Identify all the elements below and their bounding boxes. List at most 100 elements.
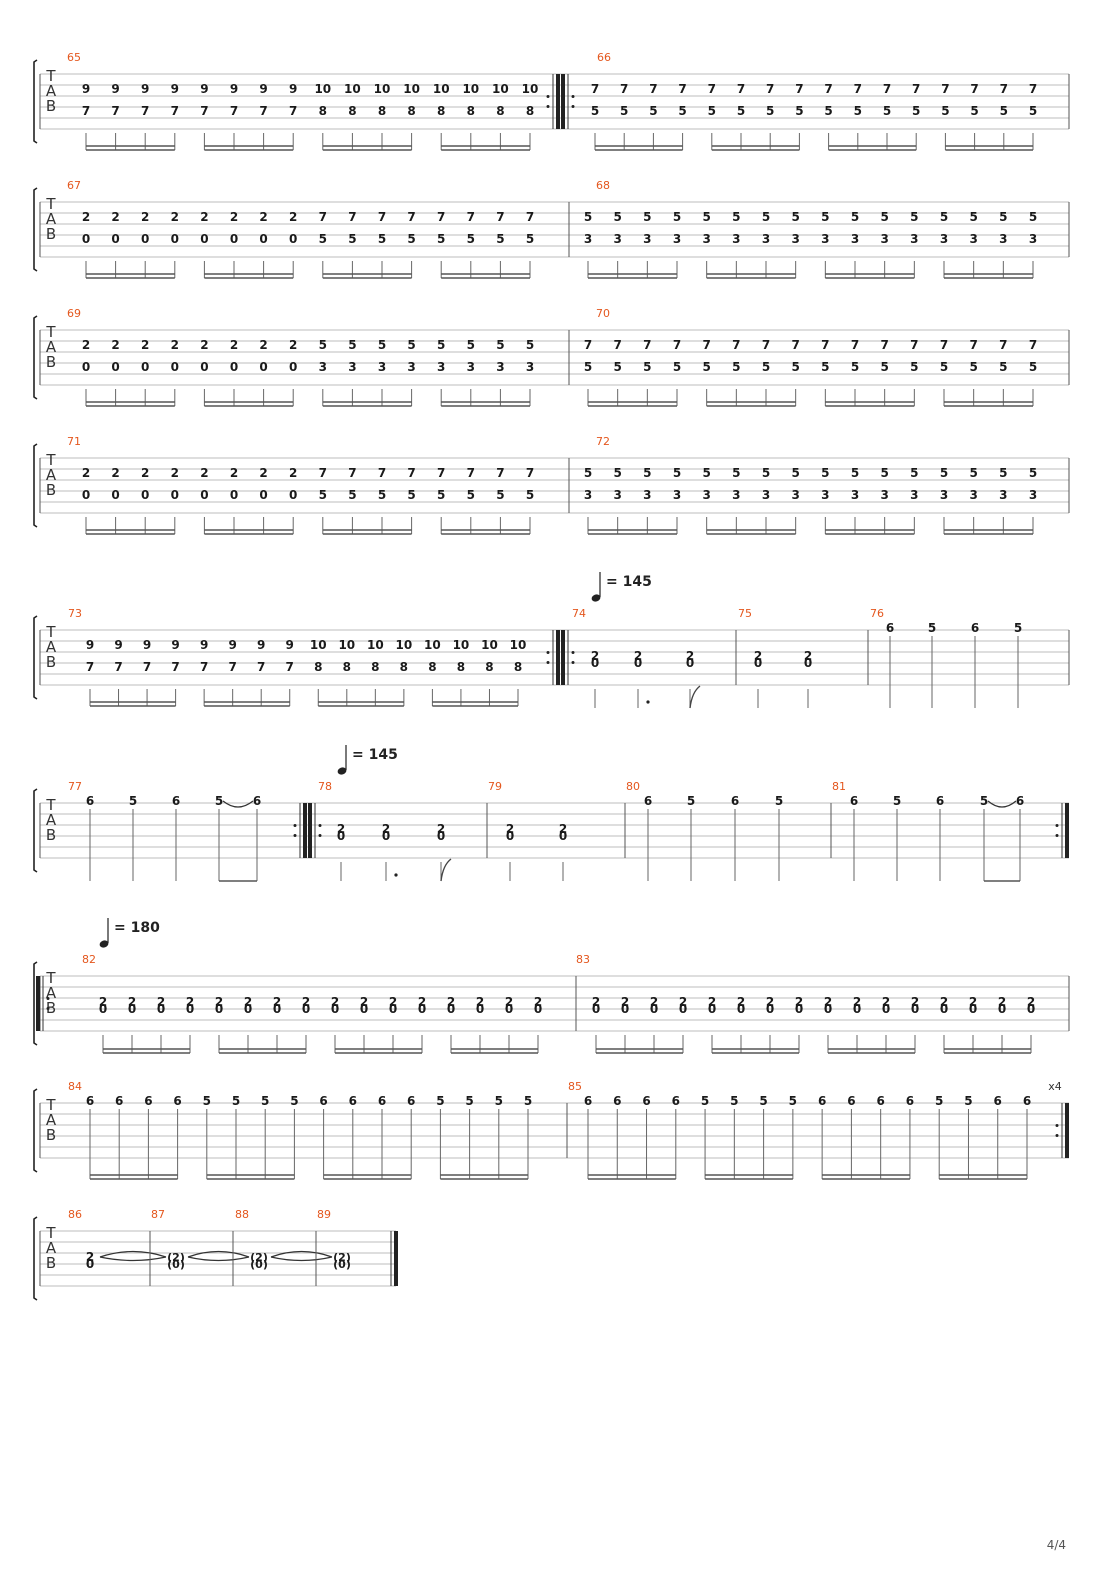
fret-number: 5 xyxy=(467,488,475,502)
fret-number: 2 xyxy=(215,995,223,1009)
fret-number: 5 xyxy=(708,104,716,118)
tab-clef-letter: B xyxy=(46,353,56,371)
fret-number: 5 xyxy=(673,466,681,480)
fret-number: 5 xyxy=(851,210,859,224)
fret-number: 7 xyxy=(613,338,621,352)
repeat-dot xyxy=(546,105,550,108)
system-bracket xyxy=(33,315,38,400)
fret-number: 9 xyxy=(228,638,236,652)
tab-clef-letter: T xyxy=(45,1224,56,1242)
fret-number: 2 xyxy=(186,995,194,1009)
fret-number: 2 xyxy=(389,995,397,1009)
fret-number: 5 xyxy=(643,466,651,480)
tab-staff: TAB6920202020202020205353535353535353707… xyxy=(33,307,1070,407)
measure-number: 89 xyxy=(317,1208,331,1221)
fret-number: 3 xyxy=(643,232,651,246)
repeat-dot xyxy=(318,824,322,827)
fret-number: 3 xyxy=(851,232,859,246)
fret-number: 7 xyxy=(970,82,978,96)
fret-number: 3 xyxy=(999,488,1007,502)
fret-number: 0 xyxy=(686,656,694,670)
system-bracket xyxy=(33,187,38,272)
fret-number: 5 xyxy=(789,1094,797,1108)
fret-number: 0 xyxy=(86,1257,94,1271)
fret-number: 2 xyxy=(911,995,919,1009)
fret-number: 3 xyxy=(702,488,710,502)
tie xyxy=(99,1250,167,1258)
fret-number: 2 xyxy=(302,995,310,1009)
tab-clef-letter: A xyxy=(46,82,57,100)
fret-number: 0 xyxy=(634,656,642,670)
fret-number: 3 xyxy=(791,488,799,502)
fret-number: 9 xyxy=(171,82,179,96)
fret-number: 2 xyxy=(171,210,179,224)
fret-number: 6 xyxy=(115,1094,123,1108)
fret-number: 0 xyxy=(940,1002,948,1016)
fret-number: 8 xyxy=(378,104,386,118)
tab-clef-letter: B xyxy=(46,1126,56,1144)
fret-number: 0 xyxy=(418,1002,426,1016)
fret-number: 2 xyxy=(289,466,297,480)
repeat-dot xyxy=(46,1007,50,1010)
fret-number: 10 xyxy=(314,82,331,96)
fret-number: 7 xyxy=(737,82,745,96)
fret-number: 5 xyxy=(795,104,803,118)
repeat-dot xyxy=(546,95,550,98)
fret-number: 7 xyxy=(702,338,710,352)
fret-number: 5 xyxy=(791,210,799,224)
fret-number: 7 xyxy=(437,466,445,480)
fret-number: 6 xyxy=(818,1094,826,1108)
system-bracket xyxy=(33,1088,38,1173)
fret-number: 3 xyxy=(969,232,977,246)
fret-number: 5 xyxy=(673,360,681,374)
tab-clef-letter: T xyxy=(45,969,56,987)
fret-number: 7 xyxy=(732,338,740,352)
fret-number: 9 xyxy=(143,638,151,652)
fret-number: 8 xyxy=(467,104,475,118)
fret-number: 2 xyxy=(969,995,977,1009)
fret-number: 2 xyxy=(1027,995,1035,1009)
fret-number: 5 xyxy=(935,1094,943,1108)
fret-number: 8 xyxy=(496,104,504,118)
fret-number: 0 xyxy=(141,488,149,502)
fret-number: 10 xyxy=(492,82,509,96)
tempo-mark: = 145 xyxy=(337,745,398,775)
fret-number: 5 xyxy=(824,104,832,118)
fret-number: 7 xyxy=(171,660,179,674)
repeat-thick-line xyxy=(303,803,307,858)
fret-number: 3 xyxy=(526,360,534,374)
fret-number: 6 xyxy=(144,1094,152,1108)
system-bracket xyxy=(33,59,38,144)
fret-number: 2 xyxy=(534,995,542,1009)
fret-number: 0 xyxy=(111,232,119,246)
fret-number: 5 xyxy=(643,360,651,374)
fret-number: 2 xyxy=(853,995,861,1009)
fret-number: 3 xyxy=(732,232,740,246)
fret-number: 3 xyxy=(910,232,918,246)
fret-number: 7 xyxy=(999,338,1007,352)
fret-number: 5 xyxy=(732,360,740,374)
tempo-value: = 145 xyxy=(606,574,652,590)
measure-number: 73 xyxy=(68,607,82,620)
fret-number: 8 xyxy=(407,104,415,118)
tab-clef-letter: T xyxy=(45,323,56,341)
fret-number: 5 xyxy=(912,104,920,118)
tab-clef-letter: T xyxy=(45,195,56,213)
fret-number: 0 xyxy=(708,1002,716,1016)
fret-number: 0 xyxy=(111,488,119,502)
fret-number: 3 xyxy=(880,232,888,246)
fret-number: 5 xyxy=(526,488,534,502)
fret-number: 5 xyxy=(437,232,445,246)
fret-number: 8 xyxy=(428,660,436,674)
fret-number: 0 xyxy=(766,1002,774,1016)
fret-number: 2 xyxy=(337,822,345,836)
fret-number: 0 xyxy=(82,360,90,374)
fret-number: (0) xyxy=(333,1258,351,1271)
measure-number: 82 xyxy=(82,953,96,966)
fret-number: 2 xyxy=(754,649,762,663)
fret-number: 9 xyxy=(82,82,90,96)
fret-number: 2 xyxy=(650,995,658,1009)
quarter-note-icon xyxy=(337,767,347,775)
